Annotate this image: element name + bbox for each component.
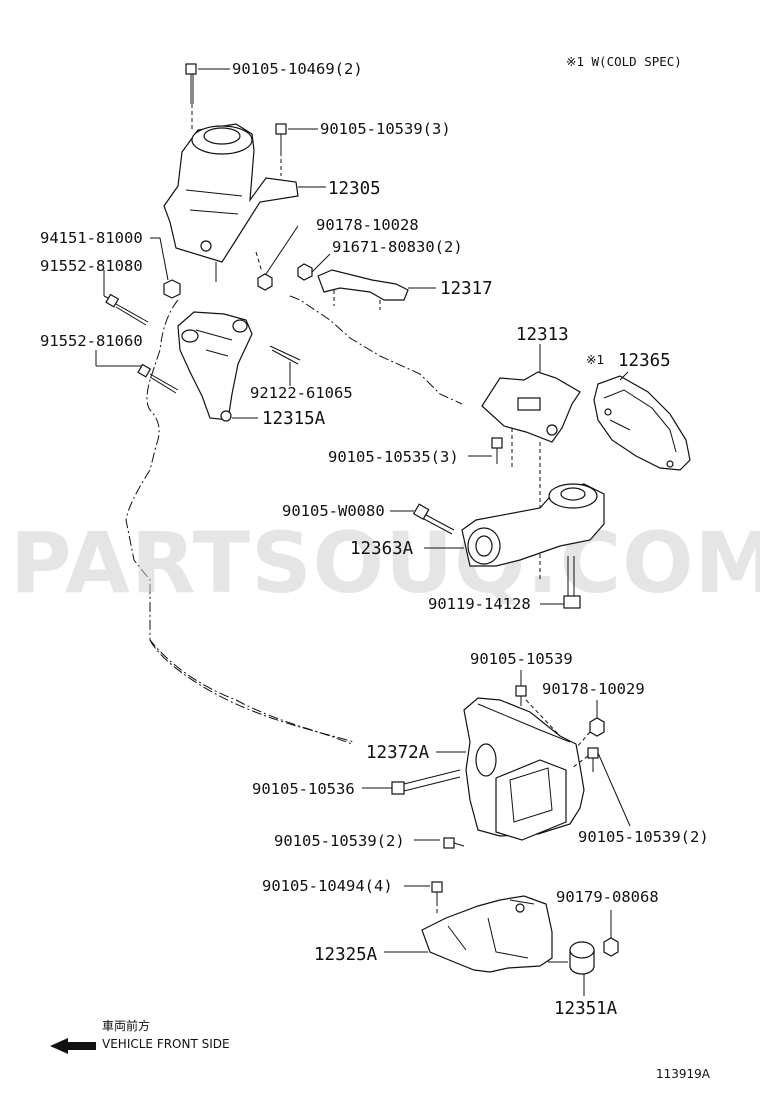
part-12317-bracket	[297, 253, 436, 310]
label-90105-W0080: 90105-W0080	[282, 502, 385, 520]
bolt-90105-10536	[362, 769, 461, 795]
bolt-90105-10539-3	[275, 123, 318, 176]
label-92122-61065: 92122-61065	[250, 384, 353, 402]
bolt-90105-W0080	[390, 503, 455, 535]
bolt-90119-14128	[540, 556, 581, 609]
engine-outline-lower	[149, 639, 355, 743]
label-90179-08068: 90179-08068	[556, 888, 659, 906]
label-90105-10536: 90105-10536	[252, 780, 355, 798]
bolt-91552-81080	[103, 270, 149, 326]
label-12372A: 12372A	[366, 743, 430, 763]
part-12315A-bracket	[177, 311, 258, 422]
bolt-90105-10494-4	[404, 881, 443, 916]
part-12305-engine-mount	[163, 123, 299, 282]
label-12351A: 12351A	[554, 999, 618, 1019]
part-12363A-mount	[424, 483, 605, 567]
label-90178-10029: 90178-10029	[542, 680, 645, 698]
bolt-90105-10469	[185, 63, 230, 130]
label-12317: 12317	[440, 279, 493, 299]
label-12305: 12305	[328, 179, 381, 199]
label-90105-10539-top: 90105-10539	[470, 650, 573, 668]
bolt-90105-10539-2-right	[571, 747, 631, 827]
label-91671-80830: 91671-80830(2)	[332, 238, 463, 256]
note-cold-spec: ※1 W(COLD SPEC)	[566, 54, 682, 69]
bolt-90105-10539-2-left	[414, 837, 465, 849]
part-12313-bracket	[481, 344, 581, 580]
label-90105-10539-2-left: 90105-10539(2)	[274, 832, 405, 850]
watermark-text: PARTSOUQ.COM	[10, 514, 760, 612]
label-90105-10469: 90105-10469(2)	[232, 60, 363, 78]
label-90105-10539-2-right: 90105-10539(2)	[578, 828, 709, 846]
label-12313: 12313	[516, 325, 569, 345]
label-90105-10535: 90105-10535(3)	[328, 448, 459, 466]
engine-outline	[125, 295, 463, 745]
vehicle-front-arrow-icon	[50, 1038, 96, 1054]
label-90105-10494: 90105-10494(4)	[262, 877, 393, 895]
label-12315A: 12315A	[262, 409, 326, 429]
bolt-91552-81060	[95, 350, 179, 394]
nut-94151-81000	[150, 237, 181, 299]
part-12365-cover	[593, 371, 691, 471]
direction-label-en: VEHICLE FRONT SIDE	[102, 1037, 230, 1051]
label-94151-81000: 94151-81000	[40, 229, 143, 247]
part-12372A-mount	[436, 697, 585, 841]
diagram-id: 113919A	[656, 1067, 711, 1081]
nut-90179-08068	[603, 910, 619, 957]
stud-92122-61065	[269, 345, 301, 386]
label-91552-81080: 91552-81080	[40, 257, 143, 275]
part-12351A-bushing	[548, 941, 595, 996]
label-12325A: 12325A	[314, 945, 378, 965]
part-12325A-bracket	[384, 895, 553, 973]
nut-90178-10028	[255, 225, 299, 291]
label-90178-10028: 90178-10028	[316, 216, 419, 234]
bolt-90105-10539-top	[515, 670, 561, 737]
label-91552-81060: 91552-81060	[40, 332, 143, 350]
label-90105-10539-3: 90105-10539(3)	[320, 120, 451, 138]
label-cold-spec-marker: ※1	[586, 352, 604, 367]
label-90119-14128: 90119-14128	[428, 595, 531, 613]
label-12365: 12365	[618, 351, 671, 371]
nut-90178-10029	[575, 700, 605, 749]
direction-label-jp: 車両前方	[102, 1018, 150, 1033]
bolt-90105-10535-3	[468, 437, 503, 464]
label-12363A: 12363A	[350, 539, 414, 559]
